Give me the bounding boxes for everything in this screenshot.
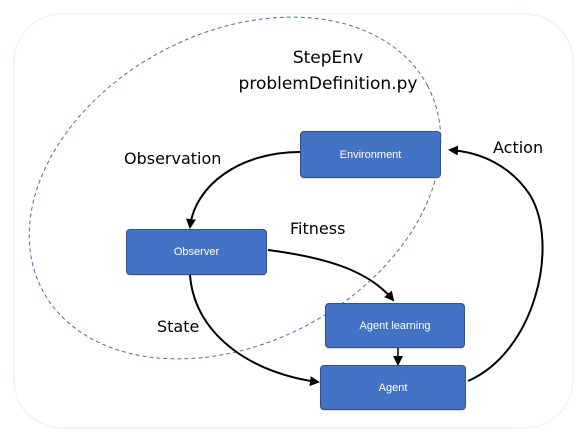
observation-arrow [185,151,301,229]
environment-node: Environment [300,131,441,178]
state-arrow [189,274,320,387]
observation-label: Observation [124,149,222,168]
fitness-arrow [267,249,395,302]
action-label: Action [493,138,544,157]
fitness-label: Fitness [290,219,346,238]
observer-node: Observer [126,229,267,275]
diagram-title-line-1: StepEnv [292,48,364,68]
diagram-title-line-2: problemDefinition.py [238,74,418,94]
agent-node: Agent [320,365,466,410]
agent-learning-node: Agent learning [325,303,465,348]
state-label: State [157,317,200,336]
action-arrow [448,145,544,382]
stepenv-boundary [28,16,442,360]
